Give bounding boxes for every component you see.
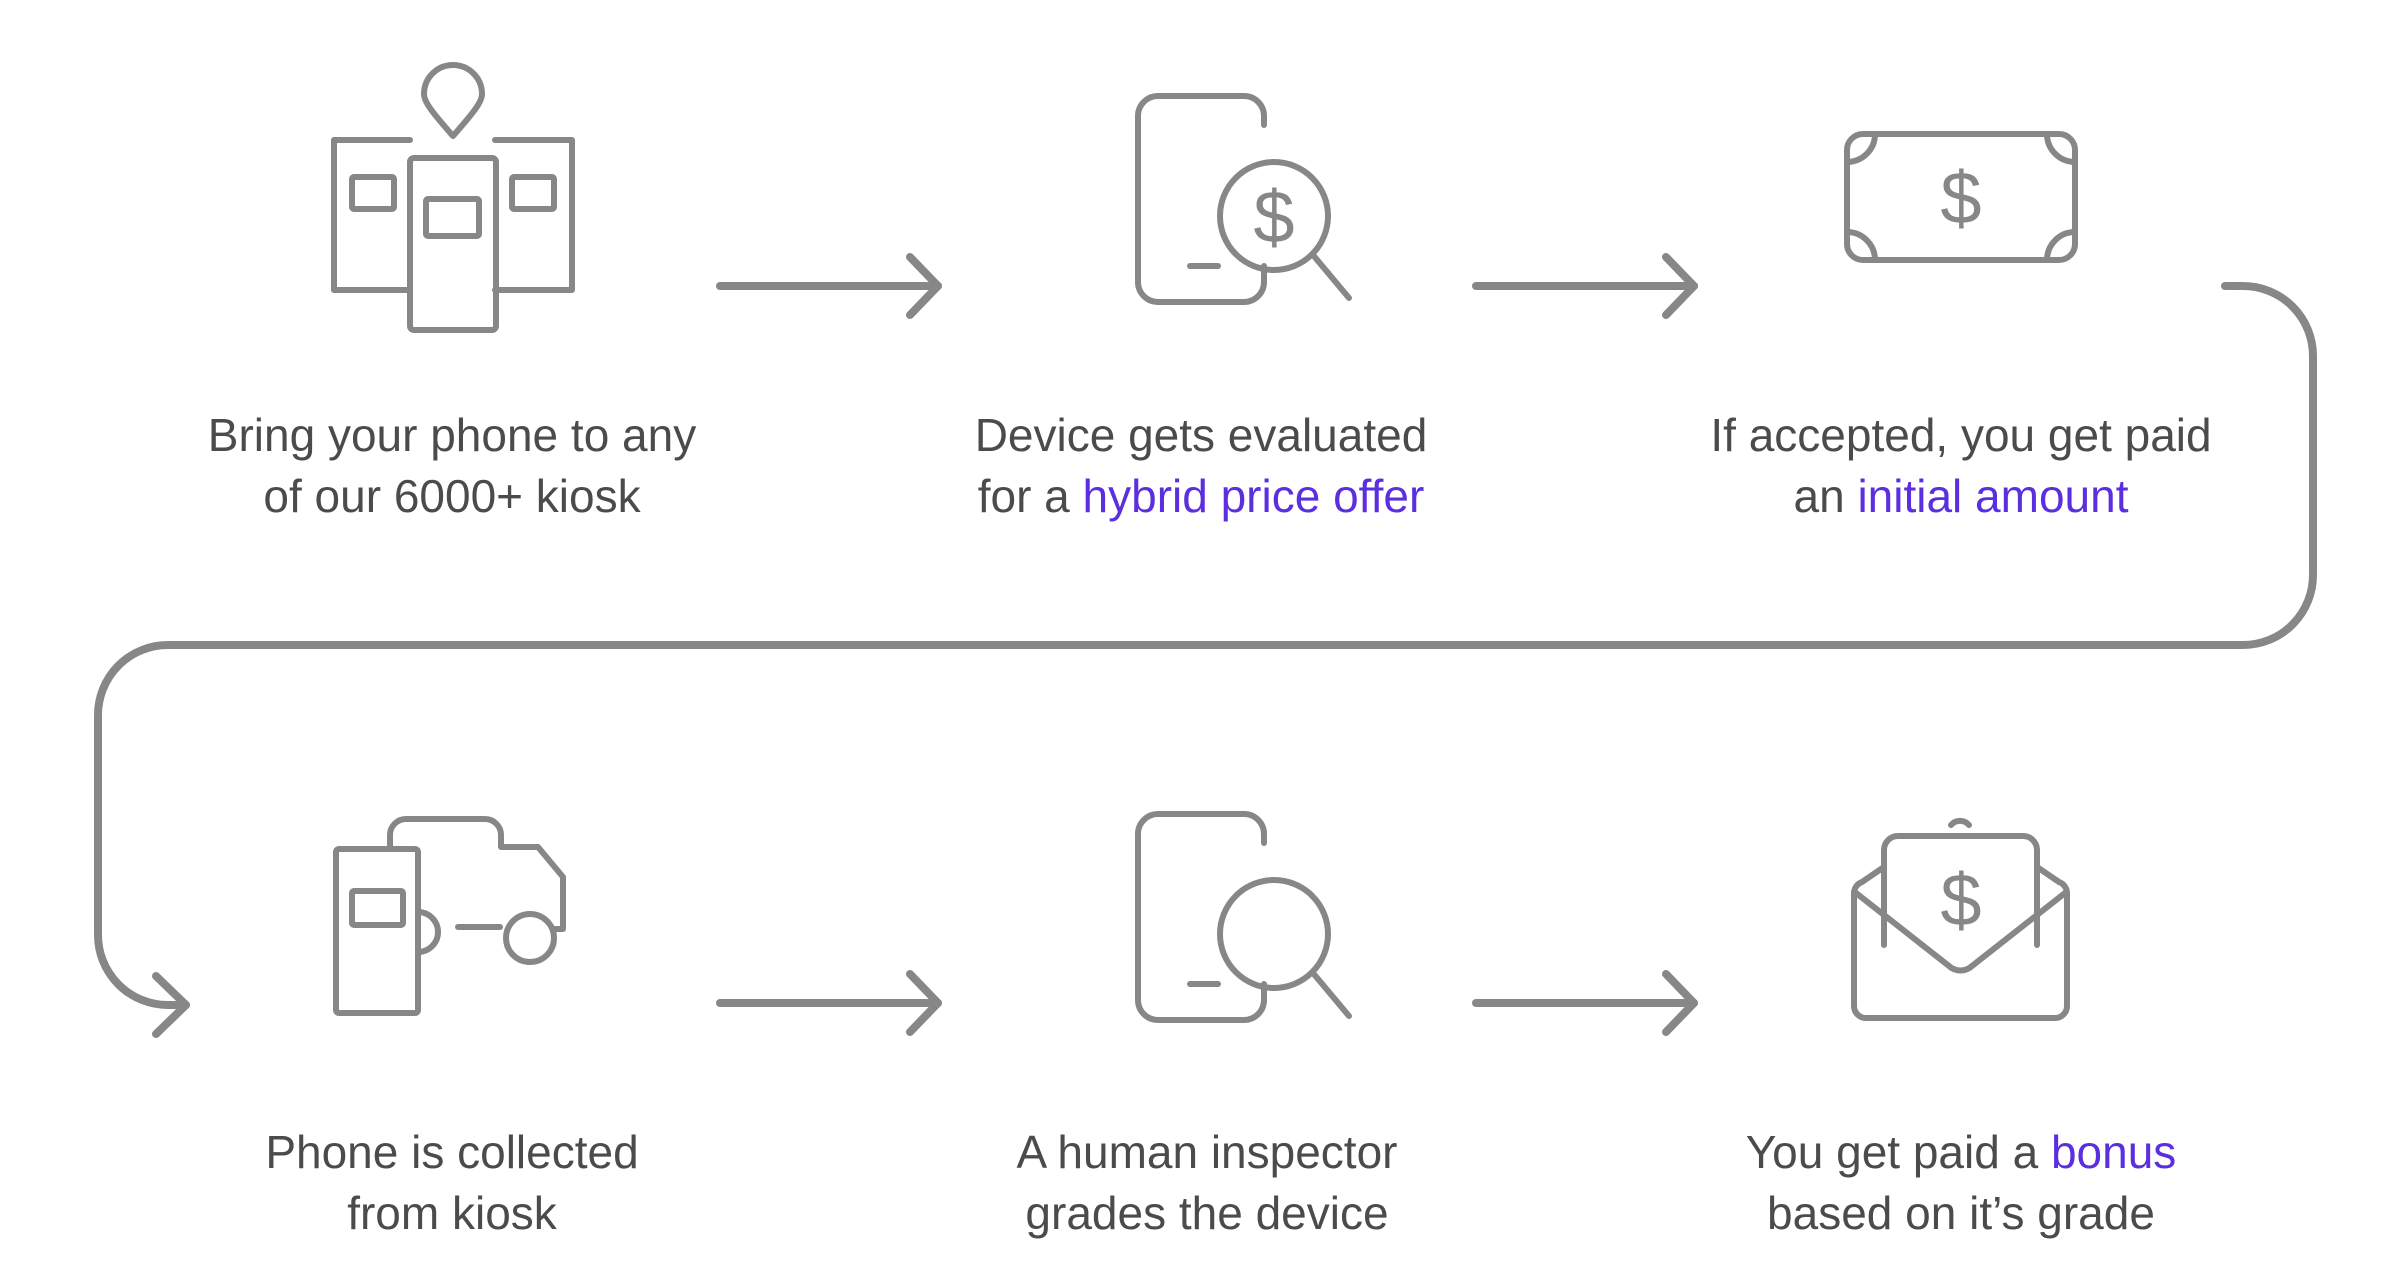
envelope-dollar-icon: $: [1851, 817, 2070, 1021]
step-2-caption: Device gets evaluated for a hybrid price…: [881, 405, 1521, 527]
banknote-icon: $: [1844, 131, 2078, 263]
step-1-caption: Bring your phone to any of our 6000+ kio…: [132, 405, 772, 527]
step-1-line-2: of our 6000+ kiosk: [263, 470, 641, 522]
kiosk-location-icon: [331, 62, 575, 333]
step-2-line-1: Device gets evaluated: [974, 409, 1428, 461]
kiosk-truck-icon: [333, 816, 566, 1016]
step-2-line-2-text: for a: [977, 470, 1083, 522]
step-3-line-1: If accepted, you get paid: [1710, 409, 2212, 461]
step-6-caption: You get paid a bonus based on it’s grade: [1641, 1122, 2281, 1244]
step-3-caption: If accepted, you get paid an initial amo…: [1641, 405, 2281, 527]
arrow-row-wrap: [94, 282, 2317, 1038]
arrow-step4-to-step5: [716, 970, 942, 1036]
step-4-line-2: from kiosk: [347, 1187, 557, 1239]
step-5-line-1: A human inspector: [1016, 1126, 1398, 1178]
svg-text:$: $: [1940, 157, 1981, 240]
arrow-step5-to-step6: [1472, 970, 1698, 1036]
initial-amount-highlight: initial amount: [1857, 470, 2129, 522]
phone-dollar-magnifier-icon: $: [1135, 93, 1352, 305]
step-4-line-1: Phone is collected: [265, 1126, 639, 1178]
step-3-line-2: an initial amount: [1641, 466, 2281, 527]
step-6-line-2: based on it’s grade: [1767, 1187, 2155, 1239]
svg-text:$: $: [1253, 176, 1294, 259]
step-3-line-2-text: an: [1793, 470, 1858, 522]
bonus-highlight: bonus: [2050, 1126, 2177, 1178]
step-5-caption: A human inspector grades the device: [887, 1122, 1527, 1244]
phone-magnifier-icon: [1135, 811, 1352, 1023]
arrow-step2-to-step3: [1472, 253, 1698, 319]
svg-text:$: $: [1940, 859, 1981, 942]
step-6-line-1-text: You get paid a: [1745, 1126, 2051, 1178]
hybrid-price-offer-highlight: hybrid price offer: [1082, 470, 1425, 522]
step-1-line-1: Bring your phone to any: [207, 409, 697, 461]
step-4-caption: Phone is collected from kiosk: [132, 1122, 772, 1244]
step-6-line-1: You get paid a bonus: [1641, 1122, 2281, 1183]
step-5-line-2: grades the device: [1025, 1187, 1389, 1239]
arrow-step1-to-step2: [716, 253, 942, 319]
step-2-line-2: for a hybrid price offer: [881, 466, 1521, 527]
